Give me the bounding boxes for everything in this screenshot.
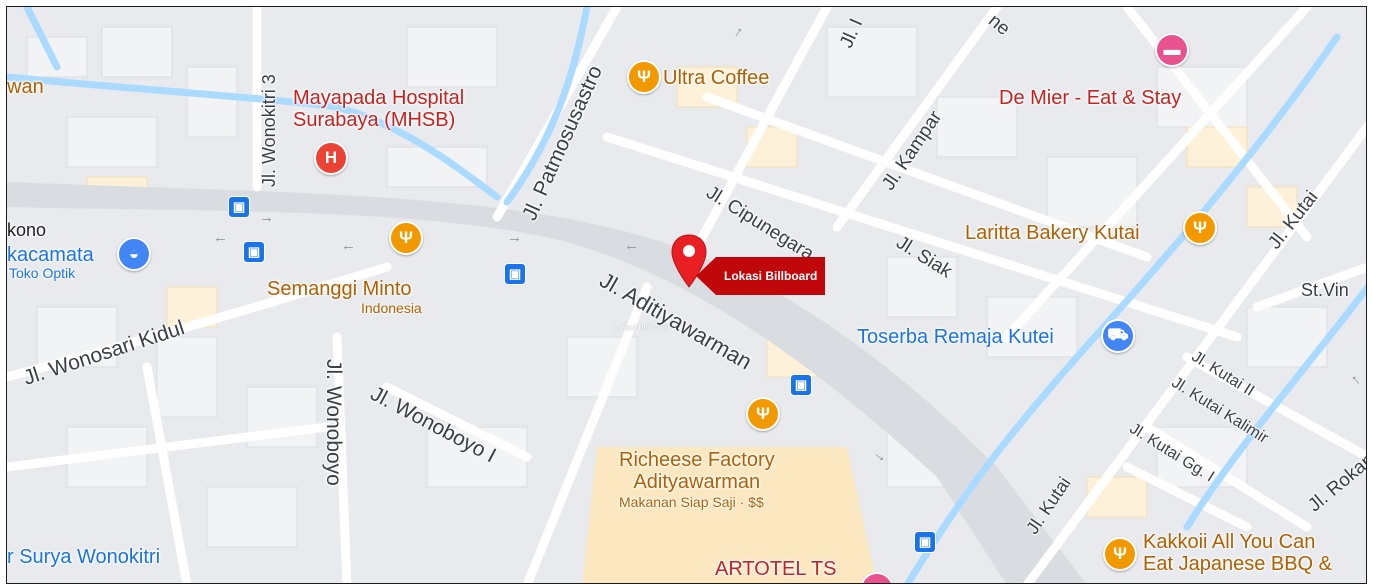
poi-wan[interactable]: wan xyxy=(7,76,44,98)
hotel-icon[interactable]: ▬ xyxy=(1155,33,1189,67)
hospital-icon[interactable]: H xyxy=(314,141,348,175)
poi-mayapada-hospital[interactable]: Mayapada Hospital Surabaya (MHSB) xyxy=(293,87,464,131)
restaurant-icon-laritta[interactable]: Ψ xyxy=(1183,211,1217,245)
poi-laritta-bakery[interactable]: Laritta Bakery Kutai xyxy=(965,222,1140,244)
poi-artotel[interactable]: ARTOTEL TS xyxy=(715,558,837,580)
street-label-wonoboyo: Jl. Wonoboyo xyxy=(322,359,345,486)
poi-richeese[interactable]: Richeese Factory Adityawarman xyxy=(619,449,775,493)
poi-de-mier[interactable]: De Mier - Eat & Stay xyxy=(999,87,1182,109)
restaurant-icon-ultra-coffee[interactable]: Ψ xyxy=(627,60,661,94)
poi-toserba-remaja[interactable]: Toserba Remaja Kutei xyxy=(857,326,1054,348)
restaurant-icon-richeese[interactable]: Ψ xyxy=(746,397,780,431)
oneway-arrow-icon: → xyxy=(507,229,522,246)
poi-kacamata[interactable]: kacamata xyxy=(7,244,94,266)
poi-richeese-sub: Makanan Siap Saji · $$ xyxy=(619,494,764,510)
poi-kono[interactable]: kono xyxy=(7,220,47,240)
poi-semanggi-minto[interactable]: Semanggi Minto xyxy=(267,278,412,300)
bus-stop-icon[interactable]: ▣ xyxy=(243,241,265,263)
optician-icon[interactable]: ◒ xyxy=(117,237,151,271)
map-base xyxy=(7,7,1366,583)
poi-mayapada-line1: Mayapada Hospital xyxy=(293,87,465,109)
poi-st-vin[interactable]: St.Vin xyxy=(1301,280,1349,300)
street-label-wonokitri-3: Jl. Wonokitri 3 xyxy=(259,74,279,187)
poi-kakkoii-line2: Eat Japanese BBQ & xyxy=(1143,553,1333,575)
poi-kakkoii[interactable]: Kakkoii All You Can Eat Japanese BBQ & xyxy=(1143,531,1332,575)
poi-semanggi-sub: Indonesia xyxy=(361,300,422,316)
poi-kakkoii-line1: Kakkoii All You Can xyxy=(1143,531,1316,553)
poi-richeese-line1: Richeese Factory xyxy=(619,449,775,471)
bus-stop-icon[interactable]: ▣ xyxy=(504,263,526,285)
poi-mayapada-line2: Surabaya (MHSB) xyxy=(293,109,456,131)
poi-ultra-coffee[interactable]: Ultra Coffee xyxy=(663,67,770,89)
map-view[interactable]: Jl. Aditiyawarman Jl. Wonosari Kidul Jl.… xyxy=(6,6,1367,584)
bus-stop-icon[interactable]: ▣ xyxy=(790,374,812,396)
ghost-label: Lokasi Billboard xyxy=(613,323,670,332)
bus-stop-icon[interactable]: ▣ xyxy=(914,531,936,553)
shopping-cart-icon[interactable]: ⛟ xyxy=(1101,319,1135,353)
oneway-arrow-icon: ← xyxy=(341,237,356,254)
restaurant-icon-kakkoii[interactable]: Ψ xyxy=(1103,537,1137,571)
poi-surya-wonokitri[interactable]: r Surya Wonokitri xyxy=(7,546,161,568)
callout-label: Lokasi Billboard xyxy=(716,257,826,295)
poi-toko-optik: Toko Optik xyxy=(9,265,76,281)
oneway-arrow-icon: ← xyxy=(213,229,228,246)
oneway-arrow-icon: → xyxy=(259,209,274,226)
bus-stop-icon[interactable]: ▣ xyxy=(228,196,250,218)
restaurant-icon-semanggi[interactable]: Ψ xyxy=(389,221,423,255)
poi-richeese-line2: Adityawarman xyxy=(633,471,761,493)
oneway-arrow-icon: ← xyxy=(624,237,639,254)
callout-pointer xyxy=(696,257,716,295)
billboard-callout[interactable]: Lokasi Billboard xyxy=(696,257,826,295)
